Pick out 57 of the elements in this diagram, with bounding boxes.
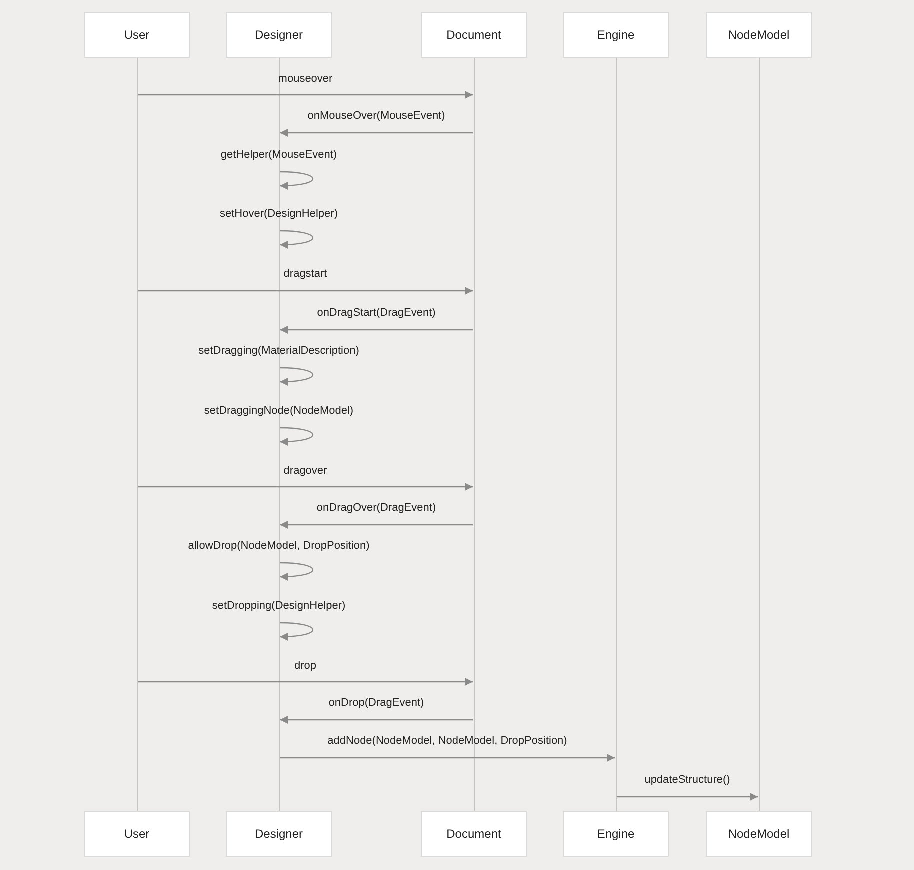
participant-box [706, 12, 812, 58]
participant-box [421, 811, 527, 857]
message-label: addNode(NodeModel, NodeModel, DropPosition) [328, 734, 568, 748]
participant-name: Designer [254, 27, 304, 44]
message-arrow [280, 562, 314, 581]
message-arrow [280, 230, 314, 249]
message-arrow [280, 367, 314, 386]
message-arrow [280, 622, 314, 641]
message-label: drop [294, 659, 317, 673]
participant-name: Engine [597, 826, 635, 843]
message-label: setDragging(MaterialDescription) [198, 344, 360, 358]
message-arrow [280, 754, 615, 762]
participant-name: Document [446, 826, 502, 843]
message-arrow [280, 171, 314, 190]
lifeline [137, 58, 138, 811]
lifeline [474, 58, 475, 811]
lifeline [279, 58, 280, 811]
participant-name: Designer [254, 826, 304, 843]
message-arrow [617, 793, 758, 801]
message-arrow [138, 287, 473, 295]
participant-box [84, 811, 190, 857]
message-arrow [280, 129, 473, 137]
participant-name: NodeModel [728, 826, 790, 843]
message-label: getHelper(MouseEvent) [220, 148, 338, 162]
lifeline [759, 58, 760, 811]
participant-name: User [124, 826, 150, 843]
participant-box [84, 12, 190, 58]
message-label: onMouseOver(MouseEvent) [308, 109, 446, 123]
message-arrow [280, 326, 473, 334]
message-label: setDropping(DesignHelper) [212, 599, 346, 613]
message-arrow [280, 521, 473, 529]
participant-box [563, 12, 669, 58]
message-arrow [280, 716, 473, 724]
participant-box [421, 12, 527, 58]
message-label: allowDrop(NodeModel, DropPosition) [188, 539, 370, 553]
message-label: onDragStart(DragEvent) [317, 306, 436, 320]
participant-box [563, 811, 669, 857]
message-label: dragover [284, 464, 328, 478]
message-label: mouseover [278, 72, 333, 86]
participant-box [706, 811, 812, 857]
message-arrow [138, 91, 473, 99]
message-label: dragstart [284, 267, 328, 281]
participant-box [226, 811, 332, 857]
message-label: setHover(DesignHelper) [220, 207, 338, 221]
message-label: onDragOver(DragEvent) [316, 501, 436, 515]
message-label: updateStructure() [644, 773, 730, 787]
participant-name: Engine [597, 27, 635, 44]
message-label: setDraggingNode(NodeModel) [204, 404, 354, 418]
participant-name: User [124, 27, 150, 44]
participant-name: NodeModel [728, 27, 790, 44]
message-arrow [138, 678, 473, 686]
participant-box [226, 12, 332, 58]
message-label: onDrop(DragEvent) [328, 696, 424, 710]
participant-name: Document [446, 27, 502, 44]
lifeline [616, 58, 617, 811]
message-arrow [280, 427, 314, 446]
message-arrow [138, 483, 473, 491]
